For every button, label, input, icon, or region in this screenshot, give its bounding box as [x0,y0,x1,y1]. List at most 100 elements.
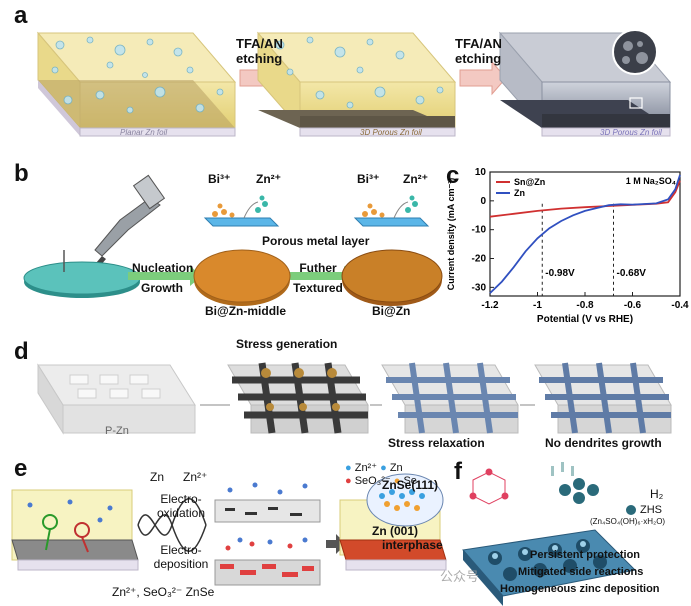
bi-zn-disc [341,249,443,306]
zhs-cluster-icon [559,478,599,504]
p-zn-caption: P-Zn [105,425,129,437]
nucleation-surface-icon [203,195,280,227]
legend-zn2: Zn²⁺ [354,462,378,474]
zn-substrate-disc [23,250,141,298]
y-axis-label: Current density (mA cm⁻²) [446,178,456,290]
homogeneous-deposition-text: Homogeneous zinc deposition [500,583,660,595]
zn-ion-label-2: Zn²⁺ [403,172,428,186]
futher-text: Futher [299,261,337,275]
arrow-1-line-2: etching [236,51,283,66]
panel-b-arrow-2 [282,266,356,286]
nucleation-growth-label: Nucleation Growth [132,258,194,298]
panel-e-illustration [11,473,447,586]
panel-a-arrow-2-text: TFA/AN etching [455,36,502,66]
x-tick-label: -1 [533,300,542,311]
stress-relaxation-block [381,362,519,434]
zn2-text-1: Zn²⁺ [183,470,208,484]
no-dendrites-caption: No dendrites growth [545,436,662,450]
y-tick-label: 0 [480,196,486,207]
series-line-Zn [489,174,681,294]
deposition-line-2: deposition [153,557,209,571]
panel-b-illustration [23,174,443,306]
porous-zn-block: 3D Porous Zn foil [256,31,457,137]
zhs-legend-dot [626,505,636,515]
panel-a-arrow-2 [459,60,507,96]
zn-001-line-1: Zn (001) [372,524,419,538]
legend-se: Se [403,475,417,487]
znse-111-label: ZnSe(111) [382,478,439,492]
porous-metal-layer-label: Porous metal layer [262,234,370,248]
svg-text:3D Porous Zn foil: 3D Porous Zn foil [600,128,662,137]
x-tick-label: -0.4 [671,300,689,311]
legend-label: Zn [514,188,525,198]
p-zn-block [37,363,196,435]
textured-surface-icon [353,195,430,227]
stress-generation-caption: Stress generation [236,337,338,351]
y-tick-label: -30 [472,282,487,293]
deposition-line-1: Electro- [160,543,202,557]
electro-deposition-strip [214,537,321,586]
nucleation-text: Nucleation [132,261,194,275]
molecule-network-icon [469,468,509,505]
x-tick-label: -0.8 [576,300,594,311]
bi-ion-label-2: Bi³⁺ [357,172,380,186]
panel-b-label: b [14,160,29,187]
svg-text:3D Porous Zn foil: 3D Porous Zn foil [360,128,422,137]
annotation-label: -0.68V [617,268,647,279]
zn-001-label: Zn (001) interphase [372,524,443,552]
y-tick-label: 10 [475,167,487,178]
zn-001-line-2: interphase [382,538,443,552]
stress-relaxation-caption: Stress relaxation [388,436,485,450]
zn-ion-label-1: Zn²⁺ [256,172,281,186]
bi-zn-label: Bi@Zn [372,304,411,318]
no-dendrites-block [534,362,672,434]
annotation-label: -0.98V [545,268,575,279]
electrolyte-note: 1 M Na₂SO₄ [626,176,676,186]
watermark: 公众号 [440,569,480,584]
zhs-formula: (Zn₄SO₄(OH)₆·xH₂O) [590,517,666,526]
helix-connector [137,498,207,536]
etched-zn-block: 3D Porous Zn foil [498,29,672,137]
znse-coated-zn-block [339,473,447,571]
zn-surface-icon [462,529,637,606]
panel-b-arrow-1 [128,266,202,286]
zhs-label: ZHS [640,504,662,516]
further-textured-label: Futher Textured [288,258,348,298]
planar-zn-block: Planar Zn foil [36,31,237,137]
panel-f-illustration [462,462,637,606]
lsv-chart: -1.2-1-0.8-0.6-0.4100-10-20-30Potential … [446,167,689,325]
reaction-equation: Zn²⁺, SeO₃²⁻ ZnSe [112,585,215,599]
panel-d-illustration [37,362,672,435]
arrow-1-line-1: TFA/AN [236,36,283,51]
panel-f-label: f [454,458,462,485]
x-tick-label: -1.2 [481,300,499,311]
panel-e-label: e [14,455,28,482]
legend-seo3: SeO₃²⁻ [354,475,391,487]
arrow-2-line-2: etching [455,51,502,66]
electro-oxidation-label: Electro- oxidation [150,492,212,520]
electro-deposition-label: Electro- deposition [148,543,214,571]
bi-zn-middle-label: Bi@Zn-middle [205,304,287,318]
x-axis-label: Potential (V vs RHE) [537,314,633,325]
y-tick-label: -20 [472,254,487,265]
stress-generation-block [227,362,369,434]
svg-text:Planar Zn foil: Planar Zn foil [120,128,167,137]
bi-zn-middle-disc [193,249,291,306]
textured-text: Textured [293,281,343,295]
oxidation-line-2: oxidation [156,506,206,520]
legend-label: Sn@Zn [514,177,545,187]
zn-text-1: Zn [150,470,165,484]
oxidation-line-1: Electro- [160,492,202,506]
panel-c-label: c [446,162,460,189]
panel-e-legend: ● Zn²⁺ ● Zn ● SeO₃²⁻ ● Se [345,462,417,487]
mitigated-side-reactions-text: Mitigated side reactions [518,566,644,578]
arrow-2-line-1: TFA/AN [455,36,502,51]
planar-zn-electrolyte-block [11,489,139,571]
growth-text: Growth [141,281,183,295]
electro-oxidation-strip [214,482,321,523]
panel-a-arrow-1-text: TFA/AN etching [236,36,283,66]
persistent-protection-text: Persistent protection [530,549,641,561]
bi-ion-label-1: Bi³⁺ [208,172,231,186]
panel-d-label: d [14,338,29,365]
legend-zn: Zn [389,462,403,474]
